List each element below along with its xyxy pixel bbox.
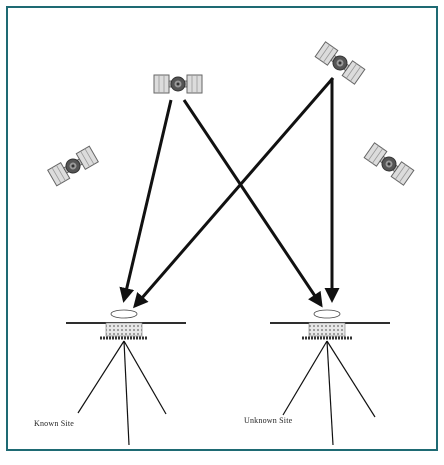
satellite-right-far [363, 142, 415, 186]
satellite-center [153, 74, 203, 94]
satellite-icon [363, 142, 415, 186]
unknown-site-label: Unknown Site [244, 416, 293, 425]
satellite-icon [314, 41, 366, 85]
gps-diagram [47, 41, 415, 446]
satellite-icon [153, 74, 203, 94]
satellite-icon [47, 145, 99, 187]
signal-center-to-known [119, 99, 173, 303]
figure-frame: Known Site Unknown Site [6, 6, 438, 451]
known-site-antenna [66, 309, 186, 446]
signal-lines [119, 77, 340, 309]
signal-center-to-unknown [182, 99, 323, 308]
satellite-left-far [47, 145, 99, 187]
gps-antenna-on-tripod-icon [270, 309, 390, 446]
unknown-site-antenna [270, 309, 390, 446]
known-site-label: Known Site [34, 419, 74, 428]
gps-antenna-on-tripod-icon [66, 309, 186, 446]
signal-topright-to-known [133, 77, 335, 309]
satellite-top-right [314, 41, 366, 85]
